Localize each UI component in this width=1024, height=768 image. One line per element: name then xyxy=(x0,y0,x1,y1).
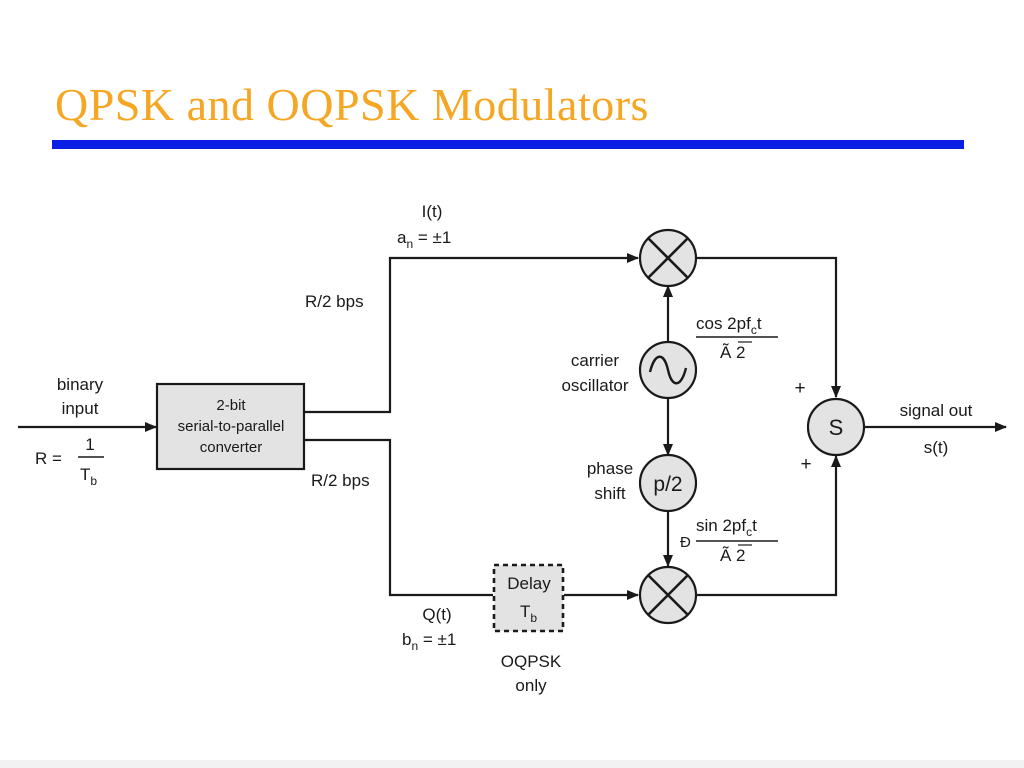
q-path-line xyxy=(305,438,493,597)
rate-numerator: 1 xyxy=(85,435,94,454)
summer-block xyxy=(806,397,866,457)
footer-strip xyxy=(0,760,1024,768)
i-path-line xyxy=(305,253,639,414)
converter-label-2: serial-to-parallel xyxy=(178,418,285,435)
summer-plus-bottom: + xyxy=(800,454,811,475)
slide-title: QPSK and OQPSK Modulators xyxy=(55,79,649,130)
delay-block xyxy=(492,563,565,633)
oqpsk-note: OQPSK xyxy=(501,652,562,671)
sin-term-numerator: sin 2pfct xyxy=(696,516,757,539)
i-mixer-to-summer-line xyxy=(697,256,841,398)
signal-out-label: signal out xyxy=(900,401,973,420)
i-coefficient-label: an = ±1 xyxy=(397,228,451,251)
phase-shift-symbol: p/2 xyxy=(653,473,682,496)
phase-shift-block xyxy=(638,453,698,513)
rate-equation-lhs: R = xyxy=(35,449,62,468)
i-signal-label: I(t) xyxy=(422,202,443,221)
oqpsk-note-2: only xyxy=(515,676,547,695)
q-mixer-to-summer-line xyxy=(697,455,841,597)
summer-symbol: S xyxy=(829,415,844,440)
summer-plus-top: + xyxy=(794,378,805,399)
phase-shift-label-2: shift xyxy=(594,484,625,503)
binary-input-label: binary xyxy=(57,375,104,394)
title-underline xyxy=(52,140,964,149)
oscillator-label-2: oscillator xyxy=(561,376,628,395)
converter-label-1: 2-bit xyxy=(216,397,246,414)
q-coefficient-label: bn = ±1 xyxy=(402,630,456,653)
cos-term-numerator: cos 2pfct xyxy=(696,314,762,337)
converter-label-3: converter xyxy=(200,439,263,456)
binary-input-label-2: input xyxy=(62,399,99,418)
i-rate-label: R/2 bps xyxy=(305,292,364,311)
rate-denominator: Tb xyxy=(80,465,97,488)
i-mixer xyxy=(638,228,698,288)
cos-term-denominator: Ã 2 xyxy=(720,343,746,362)
q-mixer-cross-2 xyxy=(647,574,689,616)
q-mixer xyxy=(638,565,698,625)
oscillator-label: carrier xyxy=(571,351,620,370)
signal-out-symbol: s(t) xyxy=(924,438,949,457)
serial-to-parallel-converter xyxy=(155,382,306,471)
sine-wave-icon xyxy=(648,355,688,385)
q-signal-label: Q(t) xyxy=(422,605,451,624)
delay-label: Delay xyxy=(507,574,551,593)
sin-term-prefix: Ð xyxy=(680,534,691,551)
delay-tb-label: Tb xyxy=(520,602,537,625)
sin-term-denominator: Ã 2 xyxy=(720,546,746,565)
q-rate-label: R/2 bps xyxy=(311,471,370,490)
phase-shift-label: phase xyxy=(587,459,633,478)
i-mixer-cross-2 xyxy=(647,237,689,279)
